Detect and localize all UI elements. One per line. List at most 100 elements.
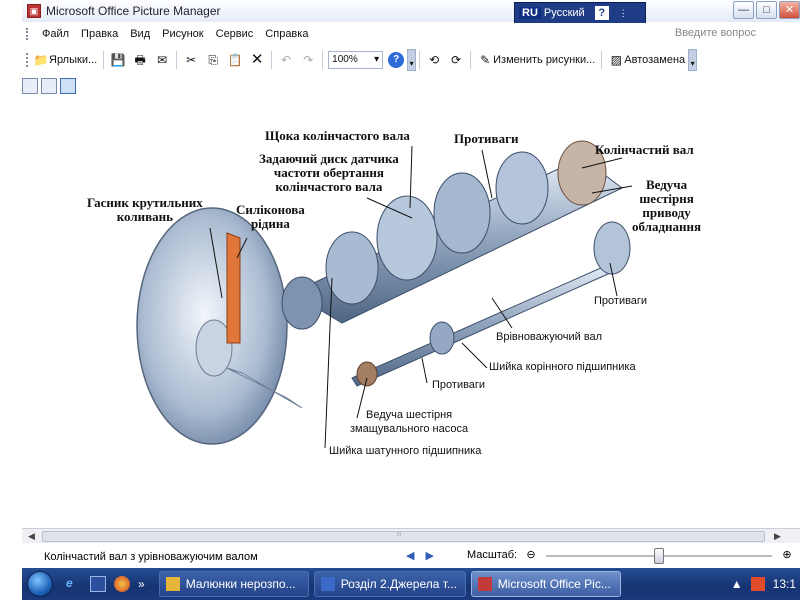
taskbar-item-label: Розділ 2.Джерела т... — [340, 577, 457, 591]
close-button[interactable]: ✕ — [779, 1, 800, 19]
next-picture-icon[interactable]: ▶ — [425, 550, 434, 562]
filmstrip-view-icon[interactable] — [41, 78, 57, 94]
maximize-button[interactable]: □ — [756, 1, 777, 19]
single-picture-view-icon[interactable] — [60, 78, 76, 94]
quick-launch: e » — [66, 576, 145, 592]
browser-icon[interactable] — [114, 576, 130, 592]
toolbar-grip-icon[interactable] — [26, 53, 30, 67]
menu-picture[interactable]: Рисунок — [162, 28, 204, 40]
label-pump-gear: Ведуча шестірня змащувального насоса — [350, 408, 468, 436]
save-button[interactable]: 💾 — [107, 49, 129, 71]
rotate-right-button[interactable]: ⟳ — [445, 49, 467, 71]
rotate-left-button[interactable]: ⟲ — [423, 49, 445, 71]
label-silicone-line-1: Силіконова — [236, 202, 305, 217]
toolbar-separator — [271, 51, 273, 69]
help-button[interactable]: ? — [385, 49, 407, 71]
toolbar-options-chevron-icon[interactable]: ▾ — [688, 49, 698, 71]
label-rod-journal: Шийка шатунного підшипника — [329, 445, 482, 457]
menu-edit[interactable]: Правка — [81, 28, 119, 40]
cut-button[interactable]: ✂ — [180, 49, 202, 71]
menu-tools[interactable]: Сервис — [215, 28, 254, 40]
redo-icon: ↷ — [303, 53, 314, 67]
label-silicone-line-2: рідина — [250, 216, 290, 231]
toolbar-options-chevron-icon[interactable]: ▾ — [407, 49, 417, 71]
tray-expand-icon[interactable]: ▲ — [730, 577, 743, 591]
zoom-in-icon[interactable]: ⊕ — [782, 549, 792, 561]
damper-disc — [136, 207, 303, 445]
toolbar-separator — [601, 51, 603, 69]
clock[interactable]: 13:1 — [772, 577, 796, 591]
paste-button[interactable]: 📋 — [224, 49, 246, 71]
email-button[interactable]: ✉ — [151, 49, 173, 71]
delete-button[interactable]: ✕ — [246, 49, 268, 71]
crankshaft-diagram — [136, 140, 633, 449]
minimize-button[interactable]: — — [733, 1, 754, 19]
window-title: Microsoft Office Picture Manager — [46, 4, 221, 18]
redo-button[interactable]: ↷ — [297, 49, 319, 71]
label-counterweights-bottom: Противаги — [432, 379, 486, 391]
print-button[interactable]: 🖶 — [129, 49, 151, 71]
scroll-left-icon[interactable]: ◀ — [28, 531, 35, 541]
taskbar-item-label: Малюнки нерозпо... — [185, 577, 296, 591]
language-code[interactable]: RU — [519, 7, 541, 19]
app-window: ▣ Microsoft Office Picture Manager RU Ру… — [22, 0, 800, 568]
internet-explorer-icon[interactable]: e — [66, 576, 73, 590]
taskbar-item-picture-manager[interactable]: Microsoft Office Pic... — [470, 571, 621, 597]
tray-app-icon[interactable] — [750, 577, 765, 591]
undo-button[interactable]: ↶ — [275, 49, 297, 71]
standard-toolbar: 📁 Ярлыки... 💾 🖶 ✉ ✂ ⎘ 📋 ✕ ↶ ↷ 100% ? ▾ ⟲… — [22, 47, 800, 73]
leader-lines — [209, 145, 633, 449]
menu-help[interactable]: Справка — [265, 28, 309, 40]
shortcuts-button[interactable]: 📁 Ярлыки... — [30, 49, 100, 71]
scroll-right-icon[interactable]: ▶ — [774, 531, 781, 541]
previous-picture-icon[interactable]: ◀ — [406, 550, 415, 562]
menu-view[interactable]: Вид — [130, 28, 151, 40]
menu-file[interactable]: Файл — [42, 28, 70, 40]
balance-shaft — [351, 221, 631, 387]
language-options-icon[interactable]: ⋮ — [618, 7, 628, 18]
ask-question-input[interactable]: Введите вопрос — [674, 27, 756, 39]
window-controls: — □ ✕ — [733, 1, 800, 19]
thumbnail-view-icon[interactable] — [22, 78, 38, 94]
save-icon: 💾 — [110, 53, 126, 67]
start-button[interactable] — [22, 569, 58, 599]
taskbar-item-document[interactable]: Розділ 2.Джерела т... — [313, 571, 466, 597]
label-pump-gear-line-1: Ведуча шестірня — [365, 409, 453, 421]
label-counterweights-top: Противаги — [454, 131, 519, 146]
edit-pictures-button[interactable]: ✎ Изменить рисунки... — [474, 49, 598, 71]
language-name[interactable]: Русский — [543, 7, 585, 19]
picture-canvas: Щока колінчастого вала Противаги Колінча… — [22, 98, 800, 526]
toolbar-separator — [322, 51, 324, 69]
shortcuts-icon: 📁 — [33, 53, 49, 67]
toolbar-separator — [103, 51, 105, 69]
shortcuts-label: Ярлыки... — [49, 54, 98, 66]
cut-icon: ✂ — [186, 53, 197, 67]
label-main-journal: Шийка корінного підшипника — [489, 361, 636, 373]
help-circle-icon: ? — [388, 52, 405, 68]
picture-manager-icon — [477, 577, 492, 591]
windows-logo-icon — [27, 571, 53, 597]
menu-grip-icon[interactable] — [26, 28, 30, 40]
help-icon[interactable]: ? — [594, 6, 609, 20]
delete-icon: ✕ — [250, 51, 264, 68]
rotate-right-icon: ⟳ — [451, 53, 462, 67]
label-crankshaft: Колінчастий вал — [595, 142, 694, 157]
scroll-thumb[interactable] — [42, 531, 765, 542]
taskbar-item-folder[interactable]: Малюнки нерозпо... — [158, 571, 309, 597]
picture-manager-icon: ▣ — [27, 4, 41, 18]
zoom-select[interactable]: 100% — [328, 51, 384, 69]
zoom-out-icon[interactable]: ⊖ — [526, 549, 536, 561]
copy-button[interactable]: ⎘ — [202, 49, 224, 71]
undo-icon: ↶ — [281, 53, 292, 67]
zoom-slider[interactable] — [546, 548, 772, 564]
toolbar-separator — [419, 51, 421, 69]
toolbar-separator — [176, 51, 178, 69]
media-player-icon[interactable] — [90, 576, 106, 592]
language-bar[interactable]: RU Русский ? ⋮ — [514, 2, 646, 24]
zoom-slider-knob[interactable] — [654, 548, 664, 564]
more-quick-launch-icon[interactable]: » — [138, 577, 145, 591]
system-tray: ▲ 13:1 — [731, 568, 800, 600]
horizontal-scrollbar[interactable]: ◀ ⦙⦙⦙ ▶ — [22, 528, 800, 543]
edit-pictures-icon: ✎ — [480, 53, 491, 67]
autocorrect-button[interactable]: ▨ Автозамена — [605, 49, 688, 71]
